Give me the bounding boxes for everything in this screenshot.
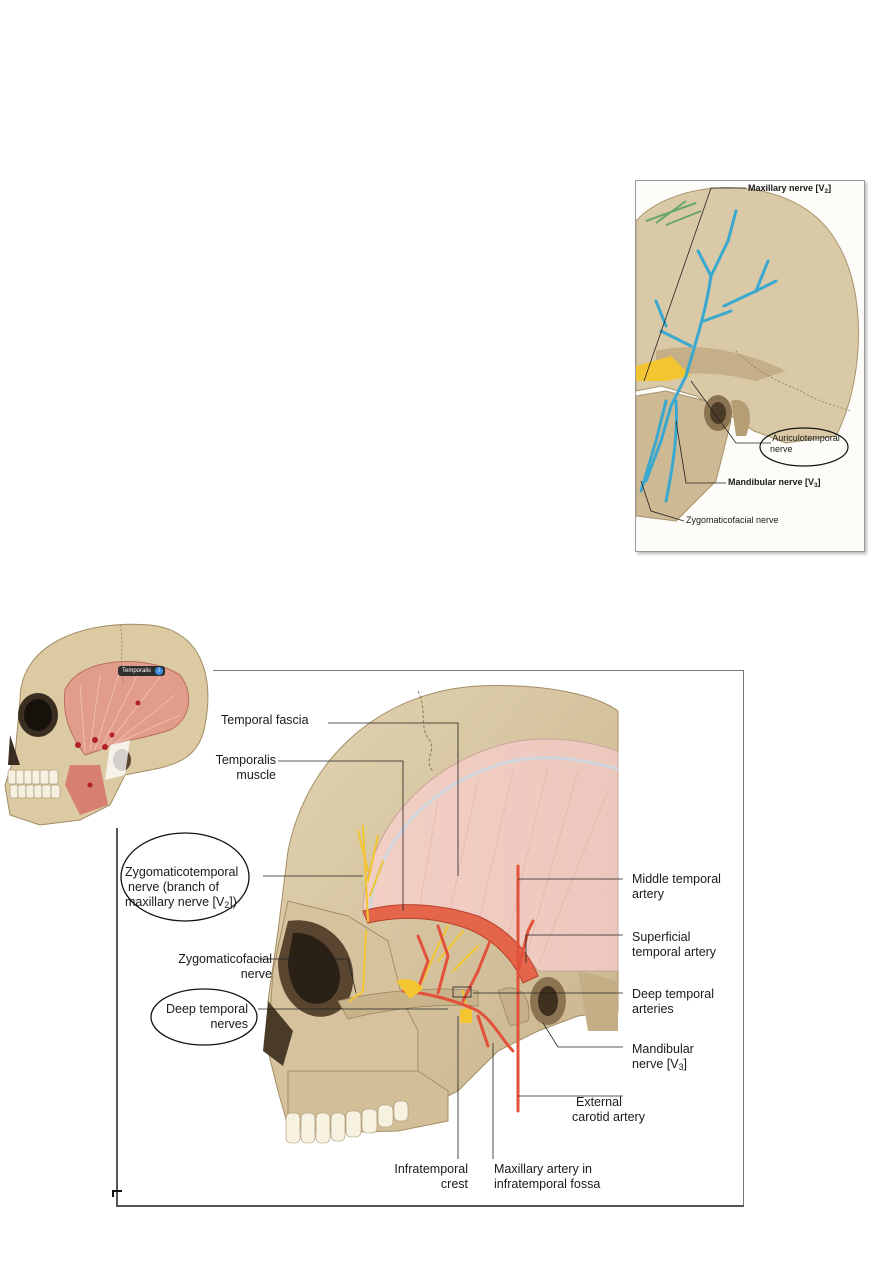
small-figure: Maxillary nerve [V2] Auriculotemporal ne… [635, 180, 865, 552]
main-figure-frame-bottom [116, 1205, 744, 1207]
label-maxillary-nerve: Maxillary nerve [V2] [748, 183, 832, 195]
info-icon: i [155, 667, 164, 675]
main-figure-frame-left [116, 828, 118, 1206]
label-temporal-fascia: Temporal fascia [221, 713, 309, 727]
main-figure-frame-top [213, 670, 744, 671]
small-skull-illustration [636, 187, 859, 522]
label-deep-temporal-nerves: Deep temporal nerves [166, 1002, 248, 1031]
label-zygomaticofacial-nerve-small: Zygomaticofacial nerve [686, 515, 779, 525]
label-superficial-temporal-artery: Superficial temporal artery [632, 930, 717, 959]
main-figure-frame-right [743, 670, 744, 1206]
label-temporalis-muscle: Temporalis muscle [215, 753, 276, 782]
label-mandibular-nerve: Mandibular nerve [V3] [728, 477, 821, 489]
thumbnail-figure: Temporalis i [0, 615, 215, 830]
label-infratemporal-crest: Infratemporal crest [394, 1162, 468, 1191]
label-zygomaticotemporal-nerve: Zygomaticotemporal nerve (branch of maxi… [125, 865, 239, 910]
label-auriculotemporal-nerve: Auriculotemporal nerve [770, 433, 840, 454]
temporalis-tag[interactable]: Temporalis i [118, 666, 166, 676]
label-mandibular-nerve-main: Mandibular nerve [V3] [632, 1042, 694, 1072]
main-figure [118, 671, 743, 1205]
label-deep-temporal-arteries: Deep temporal arteries [632, 987, 714, 1016]
page-marker [112, 1190, 122, 1197]
label-zygomaticofacial-nerve: Zygomaticofacial nerve [178, 952, 272, 981]
main-skull-illustration [120, 685, 623, 1159]
label-external-carotid-artery: External carotid artery [572, 1095, 645, 1124]
label-maxillary-artery: Maxillary artery in infratemporal fossa [494, 1162, 601, 1191]
label-middle-temporal-artery: Middle temporal artery [632, 872, 721, 901]
